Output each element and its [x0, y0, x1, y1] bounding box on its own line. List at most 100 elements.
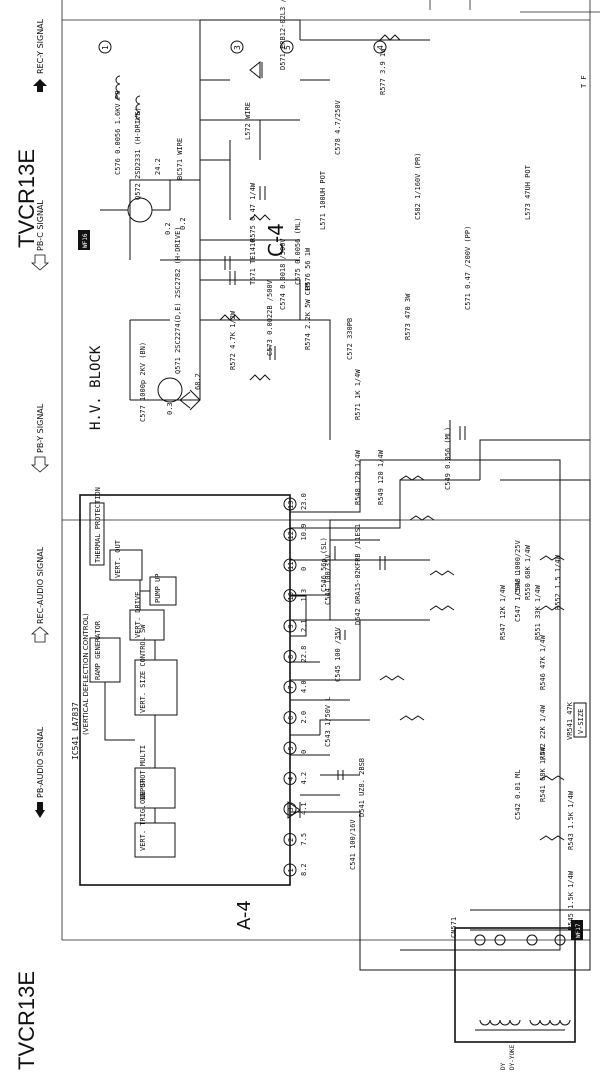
- label-c545: C545 100 /35V: [334, 626, 342, 682]
- label-r551: R551 33K 1/4W: [534, 584, 542, 640]
- q572-symbol: [127, 197, 153, 223]
- node-3: 3: [233, 45, 242, 50]
- legend-pb-audio: PB-AUDIO SIGNAL: [35, 726, 45, 818]
- ic541-pin-voltage: 8.2: [300, 863, 308, 876]
- label-c572: C572 330PB: [346, 318, 354, 360]
- label-r545: R545 1.5K 1/4W: [567, 870, 575, 930]
- label-c546: C546 56p (SL): [320, 537, 328, 592]
- label-r542: R542 22K 1/4W: [539, 704, 547, 760]
- label-r577: R577 3.9 1W: [379, 48, 387, 95]
- label-c582: C582 1/160V (PR): [414, 153, 422, 220]
- label-c541: C541 100/16V: [349, 819, 357, 870]
- ic541-pin-voltage: 7.5: [300, 833, 308, 846]
- ic541-pin-number: 13: [287, 501, 295, 509]
- ic541-pin-1: [283, 863, 297, 877]
- ic-block-pump-up-label: PUMP UP: [154, 573, 162, 603]
- ic-external-wiring: [287, 420, 591, 971]
- label-l571: L571 100UH POT: [319, 170, 327, 230]
- label-dy-yoke: DY-YOKE: [509, 1044, 516, 1070]
- ic-block-thermal: [89, 502, 105, 566]
- label-q572: Q572 2SD2331 (H-DRIVE): [134, 107, 142, 200]
- node-markers: 1 3 5 4: [98, 40, 387, 54]
- label-cn571: CN571: [450, 917, 458, 938]
- label-c578: C578 4.7/250V: [334, 99, 342, 155]
- wf17-badge: WF17: [571, 920, 583, 940]
- label-q572-v3: 0.2: [179, 217, 187, 230]
- ic541-pin-number: 8: [287, 655, 295, 659]
- node-1: 1: [101, 45, 110, 50]
- ic541-pin-7: [283, 680, 297, 694]
- legend-rec-y-label: REC-Y SIGNAL: [36, 18, 45, 74]
- ic-block-vert-trig-label: VERT. TRIG. INPUT: [139, 779, 147, 851]
- label-d571: D571 ERB12-02L3 /1N4003: [279, 0, 287, 70]
- label-r573: R573 470 3W: [404, 293, 412, 340]
- label-r546: R546 47K 1/4W: [539, 634, 547, 690]
- label-c542: C542 0.01 ML: [514, 769, 522, 820]
- label-r552: R552 1.5 1/4W: [554, 554, 562, 610]
- label-q572-v2: 0.2: [164, 222, 172, 235]
- label-vr541: VR541 47K: [566, 701, 574, 740]
- ic-block-thermal-label: THERMAL PROTECTION: [94, 487, 102, 563]
- ic541-pin-number: 1: [287, 868, 295, 872]
- label-c571: C571 0.47 /200V (PP): [464, 226, 472, 310]
- dy-yoke: DY DY-YOKE CN571: [450, 917, 576, 1070]
- legend-rec-audio: REC-AUDIO SIGNAL: [30, 546, 50, 643]
- label-r550: R550 68K 1/4W: [524, 544, 532, 600]
- label-c544: C544 100/35V: [324, 554, 332, 605]
- label-r547: R547 12K 1/4W: [499, 584, 507, 640]
- label-t571: T571 TE1410: [249, 239, 257, 285]
- label-c575: C575 0.0056 (ML): [294, 218, 302, 285]
- ic541-pin-voltage: 0: [300, 750, 308, 754]
- label-c573: C573 0.0022B /500V: [266, 279, 274, 356]
- corner-text: T F: [580, 75, 588, 88]
- label-d542: D542 DRA15-02KFRB /11ES1: [354, 524, 362, 625]
- ic541-pin-number: 3: [287, 807, 295, 811]
- label-r572: R572 4.7K 1/2W: [229, 310, 237, 370]
- ic541-pin-voltage: 4.1: [300, 802, 308, 815]
- node-4: 4: [376, 45, 385, 50]
- label-r571: R571 1K 1/4W: [354, 369, 362, 420]
- legend-pb-y: PB-Y SIGNAL: [30, 403, 50, 473]
- ic541-pin-voltage: 23.0: [300, 493, 308, 510]
- label-c576: C576 0.0056 1.6KV PP: [114, 91, 122, 175]
- legend-rec-audio-label: REC-AUDIO SIGNAL: [36, 546, 45, 624]
- ic-block-vert-size-label: VERT. SIZE CONTROL SW: [139, 624, 147, 713]
- ic541-pin-number: 7: [287, 685, 295, 689]
- legend-pb-c: PB-C SIGNAL: [30, 200, 50, 271]
- label-r541: R541 68K 1/4W: [539, 746, 547, 802]
- ic541-title: IC541 LA7837: [71, 702, 80, 760]
- ic-block-vert-drive-label: VERT. DRIVE: [134, 592, 142, 638]
- legend-pb-c-label: PB-C SIGNAL: [36, 200, 45, 251]
- label-q571-v1: 68.2: [194, 373, 202, 390]
- label-bc571: BC571 WIRE: [176, 138, 184, 180]
- label-r549: R549 120 1/4W: [377, 449, 385, 505]
- ic541-pin-voltage: 10.9: [300, 524, 308, 541]
- ic-block-one-shot-label: ONE SHOT MULTI: [139, 745, 147, 804]
- q571-symbol: [157, 377, 183, 403]
- ic541-pin-voltage: 2.1: [300, 619, 308, 632]
- ic541-pin-voltage: 2.0: [300, 711, 308, 724]
- ic541-pin-6: [283, 711, 297, 724]
- ic541-pin-number: 5: [287, 746, 295, 750]
- hv-block-labels: C577 1000p 2KV (BN) Q571 2SC2274(D,E) 2S…: [114, 0, 532, 422]
- label-c548: C548 1000/25V: [514, 539, 522, 595]
- wf17-label: WF17: [575, 923, 582, 938]
- ic-block-vert-out-label: VERT. OUT: [114, 539, 122, 578]
- wf16-badge: WF16: [78, 230, 90, 250]
- label-l572: L572 WIRE: [244, 102, 252, 140]
- ic541-pin-number: 9: [287, 624, 295, 628]
- label-q571: Q571 2SC2274(D,E) 2SC2782 (H-DRIVE): [174, 226, 182, 374]
- label-q572-v1: 24.2: [154, 158, 162, 175]
- label-q571-v2: 0.3: [166, 402, 174, 415]
- ic541-pin-13: [283, 497, 297, 511]
- ic541-pin-11: [283, 558, 297, 572]
- ic541-pin-number: 6: [287, 716, 295, 720]
- label-r575: R575 0.47 1/4W: [249, 182, 257, 242]
- ic541-pin-number: 12: [287, 531, 295, 539]
- ic541-pin-2: [283, 833, 297, 846]
- ic541-pin-4: [283, 772, 297, 785]
- ic541: IC541 LA7837 (VERTICAL DEFLECTION CONTRO…: [71, 487, 308, 886]
- label-r543: R543 1.5K 1/4W: [567, 790, 575, 850]
- legend-pb-audio-label: PB-AUDIO SIGNAL: [36, 726, 45, 798]
- label-c547: C547 1/50V L: [514, 571, 522, 622]
